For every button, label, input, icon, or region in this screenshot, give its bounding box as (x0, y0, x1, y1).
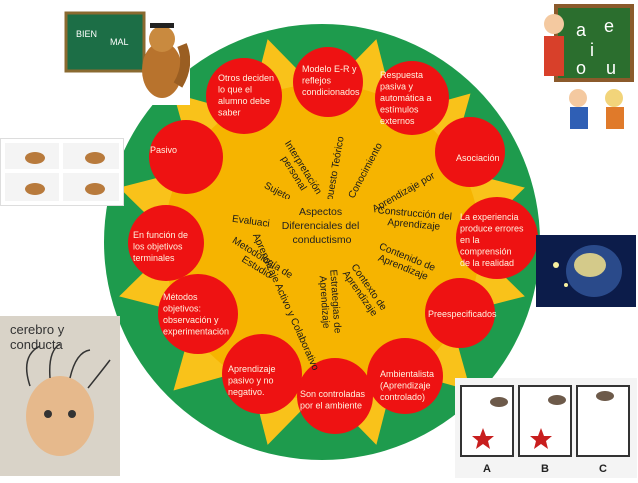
maze-label-c: C (599, 463, 607, 475)
letter-u: u (606, 58, 616, 78)
characteristic-text-asociacion: Asociación (456, 153, 500, 163)
illustration-child-electrodes: cerebro y conducta (0, 316, 120, 476)
maze-label-a: A (483, 463, 491, 475)
characteristic-circle-controladas (297, 358, 373, 434)
letters-board-icon: a e i o u (544, 4, 634, 129)
letter-i: i (590, 40, 594, 60)
aspect-label-construccion-aprendizaje: Construcción delAprendizaje (376, 205, 452, 233)
child-electrodes-icon (25, 343, 111, 456)
characteristic-circle-modelo-er (293, 47, 363, 117)
center-line-3: conductismo (293, 234, 352, 246)
center-box (270, 199, 372, 247)
characteristic-circle-ambientalista (367, 338, 443, 414)
maze-label-b: B (541, 463, 549, 475)
brain-scan-icon (553, 245, 622, 297)
letter-a: a (576, 20, 587, 40)
characteristic-text-preespecificados: Preespecificados (428, 309, 497, 319)
characteristic-circle-otros-deciden (206, 58, 282, 134)
rat-maze-icon: A B C (460, 385, 630, 475)
aspect-estrategias-aprendizaje: Estrategias deAprendizaje (316, 269, 343, 335)
illustration-conditioning-sheet (0, 138, 124, 206)
center-title: Aspectos Diferenciales del conductismo (282, 206, 363, 246)
characteristic-circle-asociacion (435, 117, 505, 187)
characteristic-circle-aprendizaje-pasivo (222, 334, 302, 414)
characteristic-circle-metodos-objetivos (158, 274, 238, 354)
center-line-1: Aspectos (299, 206, 342, 218)
characteristic-circle-objetivos-terminales (128, 205, 204, 281)
characteristic-circle-respuesta-pasiva (375, 61, 449, 135)
board-word-mal: MAL (110, 37, 129, 47)
cartoon-board-icon: BIEN MAL (64, 11, 191, 98)
characteristic-circle-pasivo (149, 120, 223, 194)
characteristic-circle-preespecificados (425, 278, 495, 348)
illustration-brain (536, 235, 636, 307)
illustration-teacher-cartoon: BIEN MAL (62, 5, 191, 105)
center-box-group: Aspectos Diferenciales del conductismo (270, 199, 372, 247)
illustration-rat-maze: A B C (455, 378, 637, 478)
illustration-letters-children: a e i o u (540, 2, 636, 132)
aspect-construccion-aprendizaje: Construcción delAprendizaje (376, 205, 452, 233)
caption-cerebro-conducta: cerebro y conducta (10, 322, 65, 352)
letter-e: e (604, 16, 614, 36)
characteristic-text-pasivo: Pasivo (150, 145, 177, 155)
center-line-2: Diferenciales del (282, 220, 360, 232)
characteristic-circle-experiencia (456, 197, 538, 279)
letter-o: o (576, 58, 586, 78)
conditioning-dogs-icon (5, 143, 119, 201)
aspect-label-estrategias-aprendizaje: Estrategias deAprendizaje (316, 269, 342, 335)
board-word-bien: BIEN (76, 29, 97, 39)
